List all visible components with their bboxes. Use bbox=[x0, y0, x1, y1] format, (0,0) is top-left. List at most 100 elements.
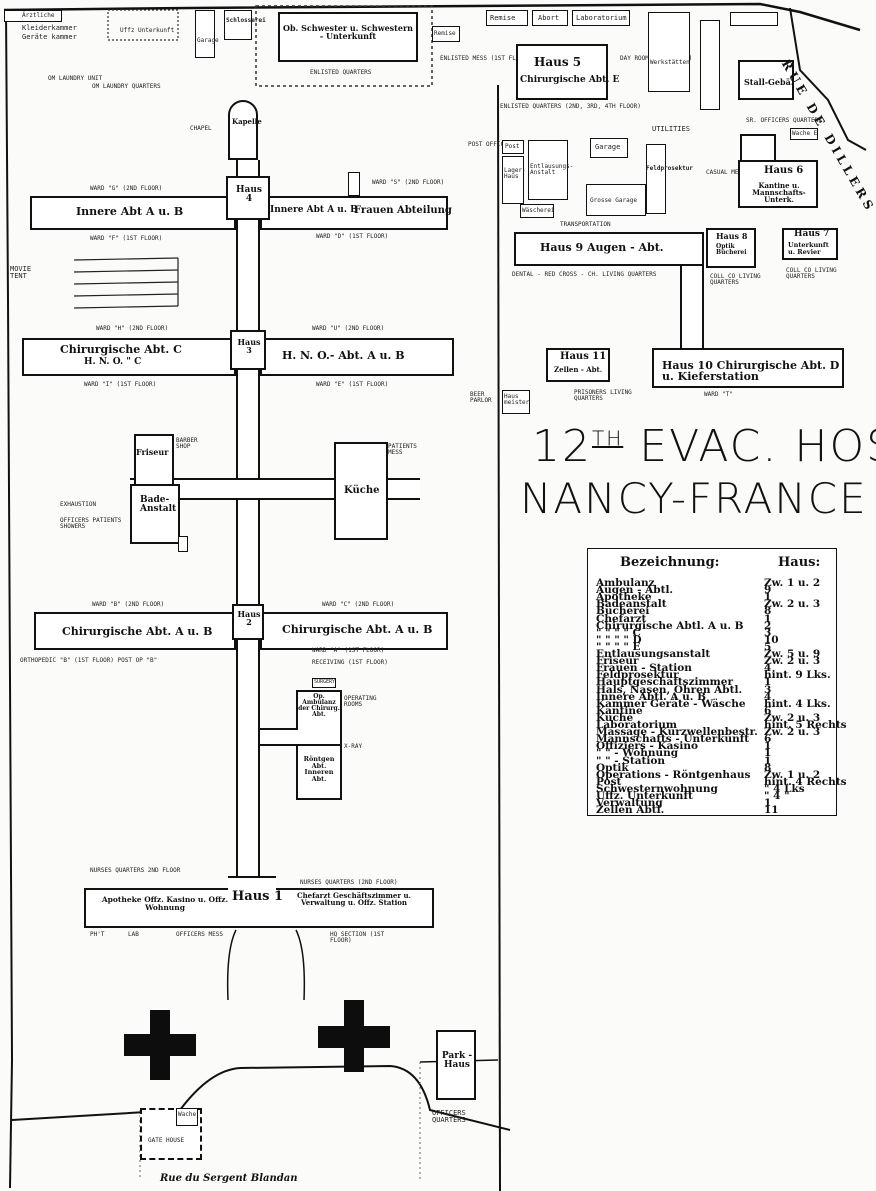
legend-row-name: Hauptgeschäftszimmer bbox=[596, 676, 733, 689]
legend-row-haus: 3 bbox=[764, 626, 772, 639]
ward-a-label: WARD "A" (1ST FLOOR) bbox=[312, 647, 385, 654]
stall-label: Stall-Gebä. bbox=[744, 77, 794, 87]
ward-f-label: WARD "F" (1ST FLOOR) bbox=[90, 235, 163, 242]
patients-mess-label: PATIENTS MESS bbox=[388, 443, 417, 456]
haus10-link bbox=[680, 266, 704, 350]
remise-left-label: Remise bbox=[434, 30, 456, 37]
title-suffix: TH bbox=[592, 426, 624, 451]
top-left-label-1: Ärztliche bbox=[22, 12, 55, 19]
utilities-label: UTILITIES bbox=[652, 125, 690, 133]
legend-row-name: Laboratorium bbox=[596, 719, 677, 731]
wache-label: Wache E bbox=[792, 130, 818, 137]
haus11 bbox=[546, 348, 610, 382]
lager-label: Lager- Haus bbox=[504, 167, 526, 180]
legend-row-name: Augen - Abtl. bbox=[596, 584, 674, 597]
legend-row-name: Schwesternwohnung bbox=[596, 782, 718, 795]
legend-row-haus: hint. 4 Lks. bbox=[764, 697, 831, 710]
schwester-label: Ob. Schwester u. Schwestern - Unterkunft bbox=[282, 23, 413, 41]
legend-row-haus: 10 bbox=[764, 633, 779, 646]
rontgen-building bbox=[296, 744, 342, 800]
legend-row-name: Mannschafts - Unterkunft bbox=[596, 733, 750, 746]
top-left-label-2: Kleiderkammer bbox=[22, 24, 77, 32]
title-line-1: 12TH EVAC. HOSP bbox=[532, 425, 876, 469]
chapel bbox=[228, 100, 258, 160]
bade-label: Bade- Anstalt bbox=[140, 495, 177, 514]
remise-left bbox=[432, 26, 460, 42]
legend-row-name: Chefarzt bbox=[596, 612, 647, 625]
movie-tent-label: MOVIE TENT bbox=[10, 265, 32, 280]
legend-row-haus: 1 bbox=[764, 747, 772, 760]
legend-row-haus: 3 bbox=[764, 683, 772, 696]
hno-c-label: H. N. O. " C bbox=[84, 357, 142, 367]
uffz-label: Uffz Unterkunft bbox=[120, 27, 175, 34]
legend-header-name: Bezeichnung: bbox=[620, 555, 720, 570]
legend-row-name: " " " " E bbox=[596, 640, 641, 653]
legend-row-haus: Zw. 1 u. 2 bbox=[764, 577, 821, 589]
garage-left-label: Garage bbox=[197, 37, 219, 44]
ward-b2-label: WARD "B" (2ND FLOOR) bbox=[92, 601, 165, 608]
legend-row-name: " " " " C bbox=[596, 626, 641, 639]
ward-u-label: WARD "U" (2ND FLOOR) bbox=[312, 325, 385, 332]
chefarzt-label: Chefarzt Geschäftszimmer u. Verwaltung u… bbox=[297, 891, 411, 907]
haus5-sub-label: Chirurgische Abt. E bbox=[520, 75, 620, 85]
chapel-label: Kapelle bbox=[232, 117, 262, 126]
wache-bottom-label: Wache bbox=[178, 1111, 197, 1118]
rontgen-label: Röntgen Abt. Inneren Abt. bbox=[303, 755, 335, 783]
officers-mess-label: OFFICERS MESS bbox=[176, 931, 223, 938]
haus9 bbox=[514, 232, 704, 266]
legend-box bbox=[587, 548, 837, 816]
haus1-label: Haus 1 bbox=[232, 889, 284, 904]
feldprosektur-label: Feldprosektur bbox=[646, 165, 693, 172]
legend-row-haus: hint. 4 Rechts bbox=[764, 775, 847, 788]
ward-d-label: WARD "D" (1ST FLOOR) bbox=[316, 233, 389, 240]
ward-i-label: WARD "I" (1ST FLOOR) bbox=[84, 381, 157, 388]
legend-row-name: Bücherei bbox=[596, 605, 650, 618]
ward-h-label: WARD "H" (2ND FLOOR) bbox=[96, 325, 169, 332]
bade-anstalt bbox=[130, 484, 180, 544]
red-cross-left-h bbox=[124, 1034, 196, 1056]
haus4-annex bbox=[348, 172, 360, 196]
top-left-building bbox=[4, 10, 62, 22]
entlausung-label: Entlausungs- Anstalt bbox=[530, 163, 574, 176]
legend-row-haus: hint. 5 Rechts bbox=[764, 719, 847, 731]
post-office-label: POST OFFICE bbox=[468, 141, 508, 148]
schlosserei bbox=[224, 10, 252, 40]
innere-right-wing bbox=[260, 196, 448, 230]
beer-label: BEER PARLOR bbox=[470, 391, 492, 404]
legend-row-name: Badeanstalt bbox=[596, 598, 667, 611]
laboratorium bbox=[572, 10, 630, 26]
legend-row-name: Post bbox=[596, 775, 622, 788]
innere-right-label: Innere Abt A u. B bbox=[270, 205, 358, 215]
haus8-sub-label: Optik Bücherei bbox=[716, 243, 747, 256]
haus7 bbox=[782, 228, 838, 260]
garage-top-label: Garage bbox=[595, 143, 621, 151]
park-haus-label: Park - Haus bbox=[441, 1051, 473, 1070]
legend-row-haus: 11 bbox=[764, 804, 779, 817]
haus3-label: Haus 3 bbox=[237, 337, 261, 355]
coll-co-1-label: COLL CO LIVING QUARTERS bbox=[710, 273, 761, 286]
legend-row-haus: Zw. 2 u. 3 bbox=[764, 726, 821, 739]
pharmacy-label: PH'T bbox=[90, 931, 105, 938]
kuche bbox=[334, 442, 388, 540]
frauen-label: Frauen Abteilung bbox=[354, 205, 452, 216]
enlisted-mess-label: ENLISTED MESS (1ST FLOOR) bbox=[440, 55, 531, 62]
legend-row-haus: 9 bbox=[764, 584, 772, 597]
stall bbox=[738, 60, 794, 100]
haus1-entrance bbox=[228, 876, 276, 928]
legend-row-name: Apotheke bbox=[596, 591, 652, 604]
legend-row-name: Offiziers - Kasino bbox=[596, 740, 698, 753]
main-corridor bbox=[236, 160, 260, 890]
legend-row-haus: 5 bbox=[764, 640, 772, 653]
chapel-annotation: CHAPEL bbox=[190, 125, 212, 132]
nurses-2-label: NURSES QUARTERS (2ND FLOOR) bbox=[300, 879, 398, 886]
haus-meister-label: Haus meister bbox=[504, 393, 530, 406]
top-left-label-3: Geräte kammer bbox=[22, 33, 77, 41]
exhaustion-label: EXHAUSTION bbox=[60, 501, 97, 508]
haus2 bbox=[232, 604, 264, 640]
legend-row-name: Chirurgische Abtl. A u. B bbox=[596, 619, 744, 632]
laundry-label: OM LAUNDRY QUARTERS bbox=[92, 83, 161, 90]
friseur bbox=[134, 434, 174, 486]
legend-row-haus: Zw. 5 u. 9 bbox=[764, 648, 821, 660]
haus11-label: Haus 11 bbox=[560, 351, 607, 362]
